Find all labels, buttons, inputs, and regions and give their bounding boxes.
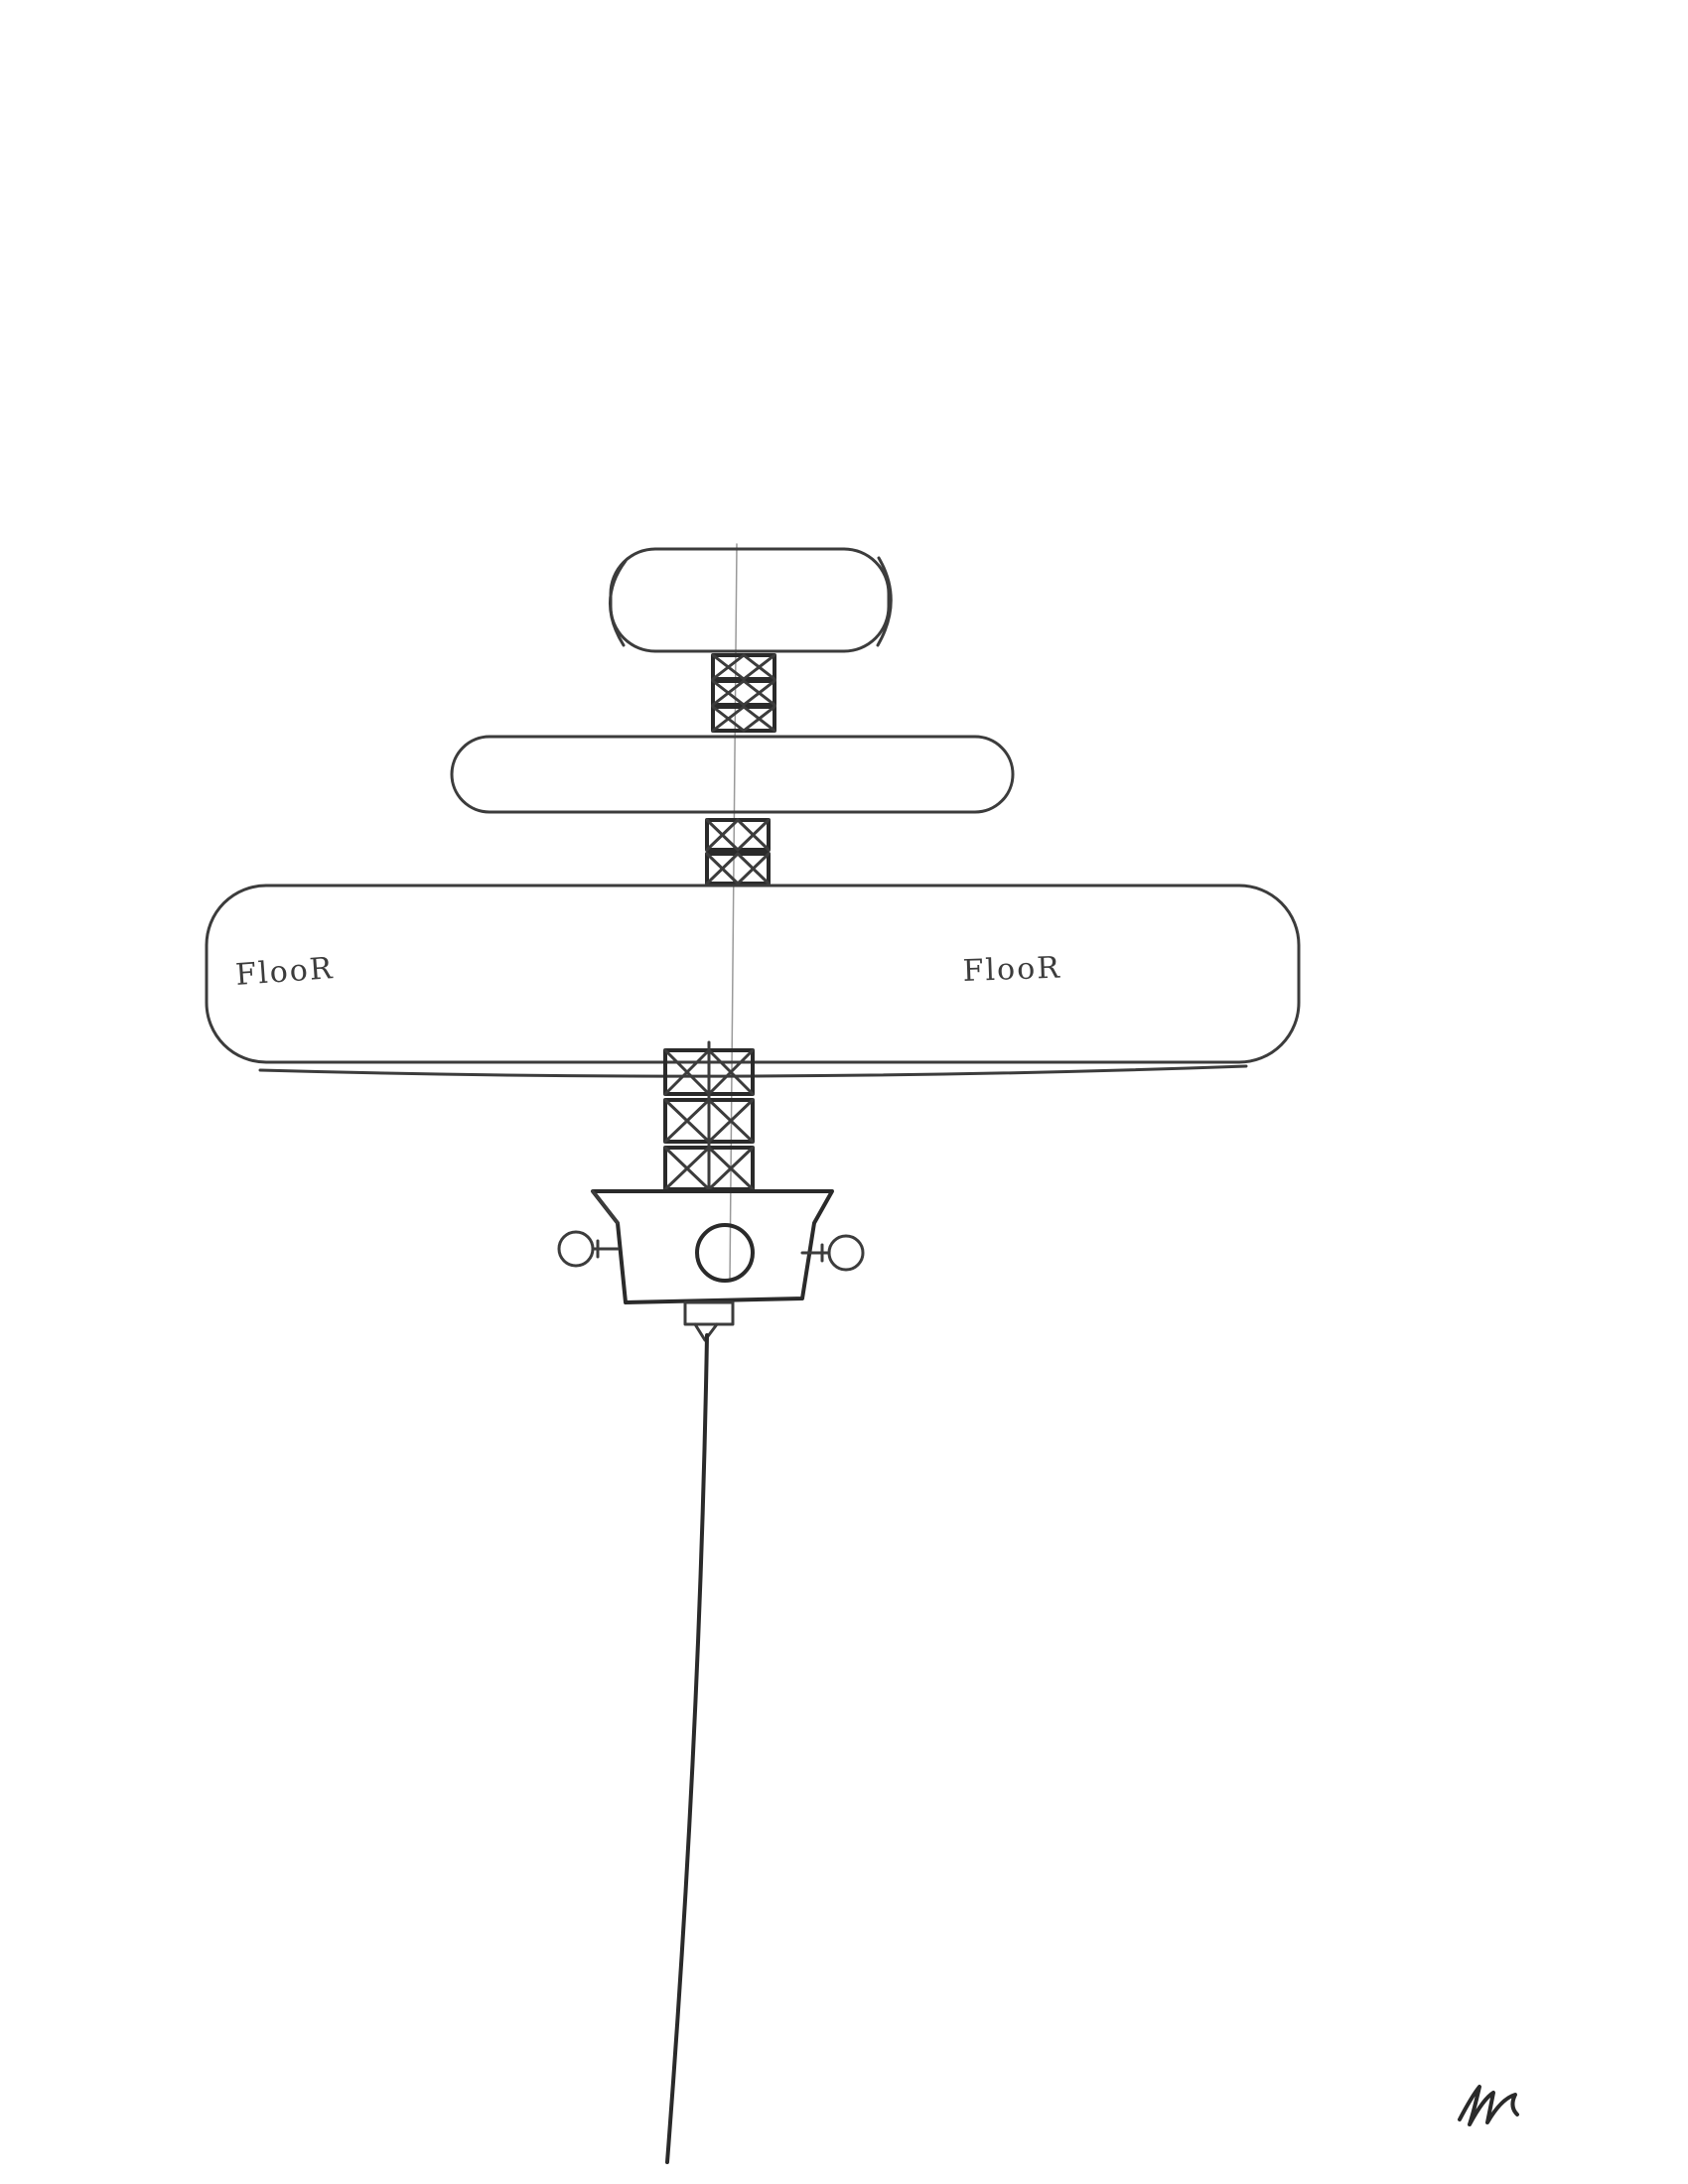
middle-disc [452,737,1013,812]
top-pod [610,549,891,651]
left-side-light [559,1232,618,1266]
lower-lattice [665,1042,753,1189]
upper-lattice [713,655,774,731]
floor-label-left: FlooR [234,951,335,993]
floor-label-right: FlooR [962,951,1061,989]
base-housing [593,1191,832,1302]
middle-lattice [707,820,769,884]
porthole-icon [697,1225,753,1281]
tether-line [667,1335,707,2162]
base-connector [685,1302,733,1340]
main-floor-disc: FlooR FlooR [207,886,1299,1076]
signature-mark [1460,2087,1517,2124]
